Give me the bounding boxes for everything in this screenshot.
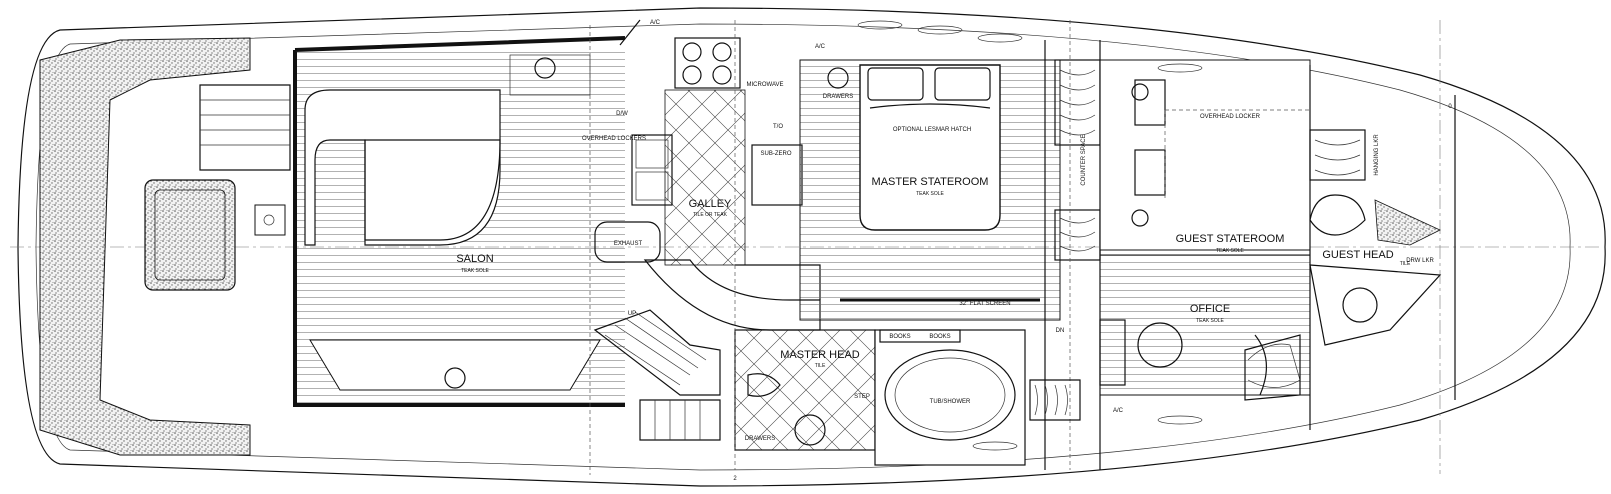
master-stateroom-label: MASTER STATEROOM <box>872 176 989 188</box>
microwave-note: MICROWAVE <box>747 82 784 88</box>
drawers-note-head: DRAWERS <box>745 436 775 442</box>
zero-note: 0 <box>1448 104 1452 110</box>
ac-note-master: A/C <box>815 44 826 50</box>
sub-zero-note: SUB-ZERO <box>760 151 791 157</box>
to-note: T/O <box>773 124 783 130</box>
master-head: MASTER HEAD TILE TUB/SHOWER BOOKS BOOKS … <box>734 329 1026 466</box>
drawers-note-master: DRAWERS <box>823 94 853 100</box>
counter-space-note: COUNTER SPACE <box>1081 134 1087 185</box>
aft-cockpit <box>39 37 291 456</box>
flat-screen-note: 32" FLAT SCREEN <box>959 301 1010 307</box>
hanging-locker-note: HANGING LKR <box>1374 134 1380 176</box>
companionway-stairs: UP <box>593 309 721 441</box>
ac-note-galley: A/C <box>650 20 661 26</box>
books-note-2: BOOKS <box>929 334 950 340</box>
office-label: OFFICE <box>1190 303 1230 315</box>
master-stateroom: MASTER STATEROOM TEAK SOLE OPTIONAL LESM… <box>799 44 1101 321</box>
galley-label: GALLEY <box>689 198 732 210</box>
drawer-locker-note: DRW LKR <box>1406 258 1434 264</box>
overhead-locker-note: OVERHEAD LOCKER <box>1200 114 1261 120</box>
master-head-label: MASTER HEAD <box>780 349 860 361</box>
salon-label: SALON <box>456 253 493 265</box>
salon: SALON TEAK SOLE <box>293 36 626 407</box>
tub-shower-note: TUB/SHOWER <box>930 399 971 405</box>
books-note-1: BOOKS <box>889 334 910 340</box>
bulkheads: DN 2 A/C <box>589 19 1456 482</box>
dn-note: DN <box>1056 328 1065 334</box>
master-head-sole-label: TILE <box>815 363 826 369</box>
guest-sole-label: TEAK SOLE <box>1216 248 1244 254</box>
office: OFFICE TEAK SOLE <box>1099 254 1311 396</box>
guest-head: GUEST HEAD TILE HANGING LKR DRW LKR 0 <box>1309 104 1452 346</box>
guest-head-label: GUEST HEAD <box>1322 249 1393 261</box>
guest-stateroom-label: GUEST STATEROOM <box>1176 233 1285 245</box>
overhead-lockers-note: OVERHEAD LOCKERS <box>582 136 646 142</box>
office-sole-label: TEAK SOLE <box>1196 318 1224 324</box>
lesmar-hatch-note: OPTIONAL LESMAR HATCH <box>893 127 971 133</box>
salon-sole-label: TEAK SOLE <box>461 268 489 274</box>
up-note-stairs: UP <box>628 311 636 317</box>
ac-note-office: A/C <box>1113 408 1124 414</box>
dw-note: D/W <box>616 111 628 117</box>
galley-sole-label: TILE OR TEAK <box>693 212 727 218</box>
exhaust-note: EXHAUST <box>614 241 643 247</box>
two-note: 2 <box>733 476 737 482</box>
guest-stateroom: GUEST STATEROOM TEAK SOLE OVERHEAD LOCKE… <box>1099 59 1311 254</box>
step-note: STEP <box>854 394 870 400</box>
master-sole-label: TEAK SOLE <box>916 191 944 197</box>
guest-head-sole-label: TILE <box>1400 261 1411 267</box>
galley: GALLEY TILE OR TEAK MICROWAVE SUB-ZERO T… <box>582 20 821 331</box>
